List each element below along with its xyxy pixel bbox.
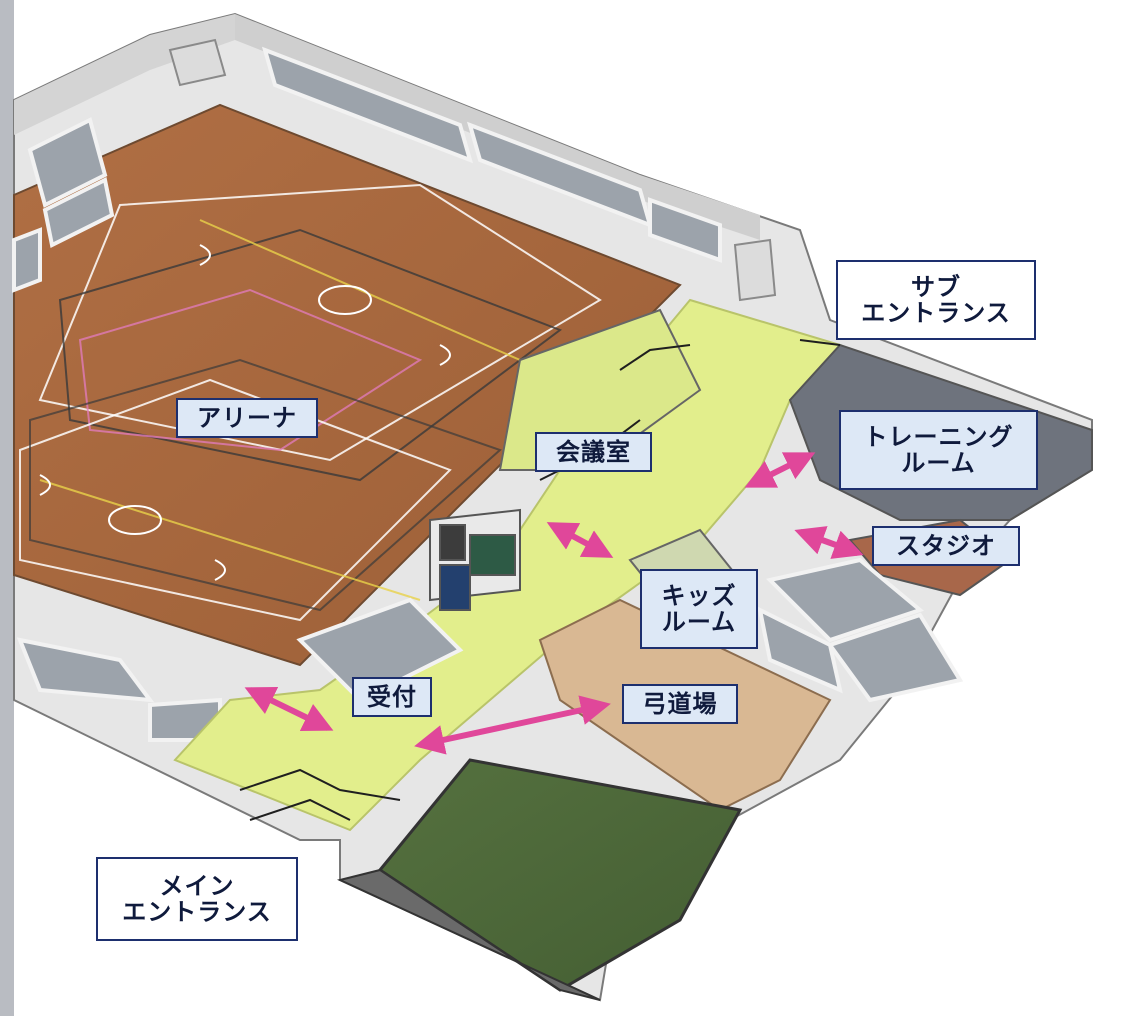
toilet-block <box>429 508 521 611</box>
label-main-entrance: メイン エントランス <box>96 857 298 941</box>
edge-strip <box>0 0 14 1016</box>
label-meeting-room-text: 会議室 <box>556 437 631 466</box>
label-meeting-room: 会議室 <box>535 432 652 472</box>
left-wall <box>14 14 235 135</box>
arrow-training-room <box>744 452 816 488</box>
label-kyudojo: 弓道場 <box>622 684 738 724</box>
label-sub-entrance: サブ エントランス <box>836 260 1036 340</box>
label-kids-room: キッズ ルーム <box>640 569 758 649</box>
top-rooms <box>261 46 722 263</box>
label-arena-text: アリーナ <box>197 403 297 432</box>
arrow-reception-arena <box>244 687 334 731</box>
reception-room <box>296 597 464 703</box>
label-reception-text: 受付 <box>367 682 417 711</box>
back-wall <box>235 14 760 240</box>
range-bottom-wall <box>337 868 601 1001</box>
label-sub-entrance-line1: サブ <box>911 272 961 301</box>
label-arena: アリーナ <box>176 398 318 438</box>
label-main-entrance-line1: メイン <box>159 871 235 900</box>
label-training-room-line1: トレーニング <box>863 422 1014 451</box>
label-reception: 受付 <box>352 677 432 717</box>
label-studio: スタジオ <box>872 526 1020 566</box>
flow-arrows <box>244 452 864 755</box>
arrow-reception-kyudojo <box>414 695 611 755</box>
label-kids-room-line2: ルーム <box>661 608 737 636</box>
left-side-rooms <box>12 117 222 742</box>
stairs <box>168 38 777 302</box>
label-kyudojo-text: 弓道場 <box>642 689 718 718</box>
arrow-studio <box>794 526 864 559</box>
label-kids-room-line1: キッズ <box>661 581 737 610</box>
label-training-room: トレーニング ルーム <box>839 410 1038 490</box>
label-sub-entrance-line2: エントランス <box>861 299 1011 327</box>
label-training-room-line2: ルーム <box>901 449 976 477</box>
right-side-rooms <box>757 557 964 703</box>
arena-court-lines <box>19 183 602 622</box>
label-main-entrance-line2: エントランス <box>122 898 272 926</box>
arrow-meeting-room <box>546 522 614 558</box>
label-studio-text: スタジオ <box>896 531 996 560</box>
